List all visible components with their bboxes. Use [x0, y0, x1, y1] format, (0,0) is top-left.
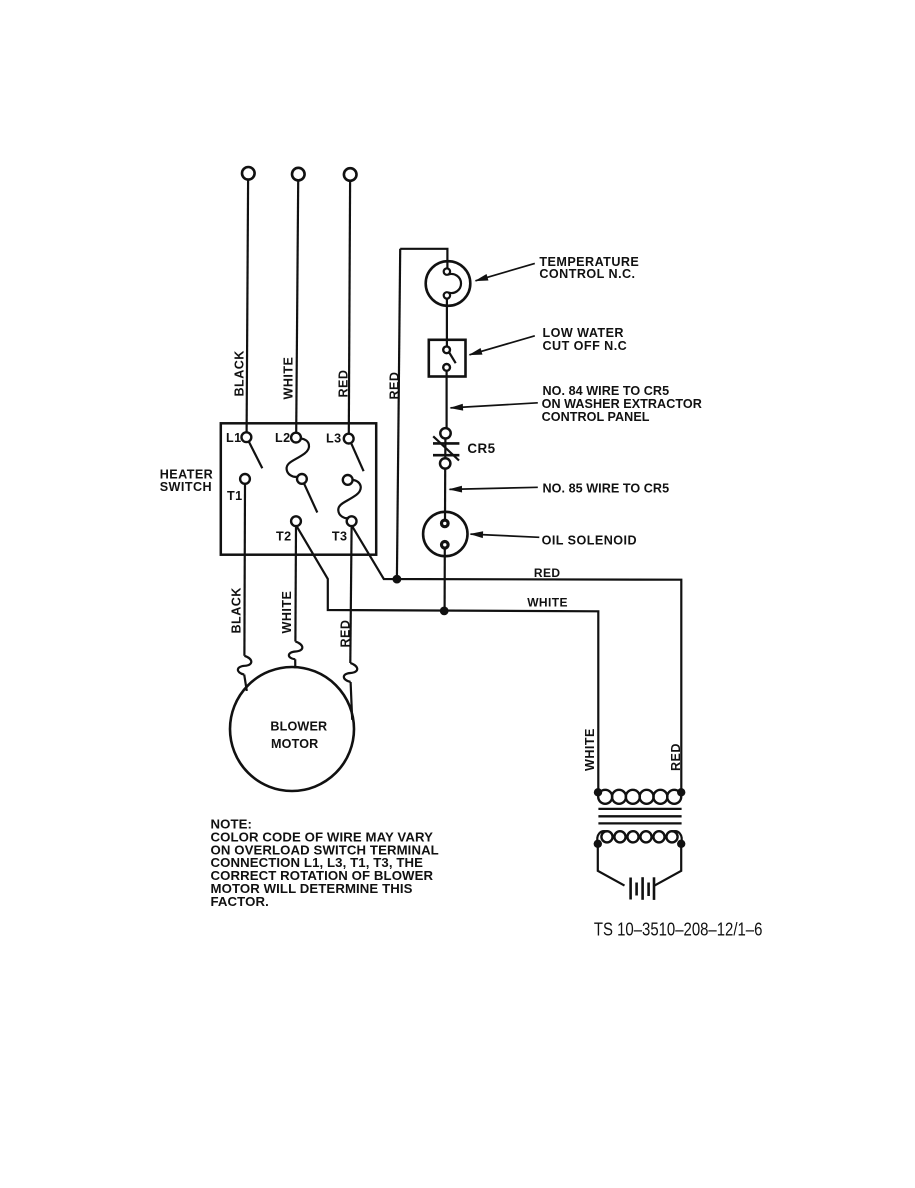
- svg-text:CR5: CR5: [467, 441, 495, 456]
- svg-text:T3: T3: [332, 530, 348, 544]
- svg-text:ON OVERLOAD SWITCH TERMINAL: ON OVERLOAD SWITCH TERMINAL: [211, 843, 439, 858]
- svg-text:RED: RED: [339, 620, 353, 648]
- svg-text:NO. 85 WIRE TO CR5: NO. 85 WIRE TO CR5: [543, 481, 670, 495]
- svg-text:BLACK: BLACK: [233, 350, 247, 396]
- svg-text:RED: RED: [669, 743, 683, 771]
- svg-text:HEATER: HEATER: [160, 468, 214, 482]
- svg-text:NO. 84 WIRE TO CR5: NO. 84 WIRE TO CR5: [543, 384, 670, 398]
- svg-text:CUT OFF N.C: CUT OFF N.C: [543, 339, 628, 353]
- svg-text:L1: L1: [226, 431, 242, 445]
- svg-text:WHITE: WHITE: [527, 595, 568, 609]
- svg-text:BLACK: BLACK: [230, 587, 244, 633]
- svg-text:NOTE:: NOTE:: [211, 817, 253, 832]
- svg-text:TS 10–3510–208–12/1–6: TS 10–3510–208–12/1–6: [594, 920, 763, 940]
- svg-text:L3: L3: [326, 432, 342, 446]
- svg-text:OIL SOLENOID: OIL SOLENOID: [542, 534, 637, 548]
- svg-text:L2: L2: [275, 431, 291, 445]
- svg-text:CONTROL N.C.: CONTROL N.C.: [539, 267, 635, 281]
- svg-text:BLOWER: BLOWER: [270, 720, 327, 734]
- svg-text:COLOR CODE OF WIRE MAY VARY: COLOR CODE OF WIRE MAY VARY: [211, 830, 434, 845]
- svg-text:MOTOR: MOTOR: [271, 737, 318, 751]
- svg-text:T1: T1: [227, 489, 243, 503]
- svg-text:T2: T2: [276, 530, 292, 544]
- svg-text:WHITE: WHITE: [282, 357, 296, 400]
- svg-text:TEMPERATURE: TEMPERATURE: [539, 255, 639, 269]
- svg-text:CONNECTION L1, L3, T1, T3, THE: CONNECTION L1, L3, T1, T3, THE: [211, 855, 424, 870]
- svg-text:MOTOR WILL DETERMINE THIS: MOTOR WILL DETERMINE THIS: [211, 881, 413, 896]
- svg-text:WHITE: WHITE: [280, 591, 294, 634]
- svg-text:LOW WATER: LOW WATER: [543, 326, 624, 340]
- svg-text:RED: RED: [534, 566, 561, 580]
- svg-text:WHITE: WHITE: [583, 728, 597, 771]
- svg-text:SWITCH: SWITCH: [160, 480, 212, 494]
- svg-text:CORRECT ROTATION OF BLOWER: CORRECT ROTATION OF BLOWER: [211, 868, 434, 883]
- svg-text:ON WASHER EXTRACTOR: ON WASHER EXTRACTOR: [542, 397, 702, 411]
- svg-text:RED: RED: [337, 370, 351, 398]
- svg-text:CONTROL PANEL: CONTROL PANEL: [542, 410, 650, 424]
- svg-text:FACTOR.: FACTOR.: [211, 894, 269, 909]
- svg-text:RED: RED: [388, 372, 402, 400]
